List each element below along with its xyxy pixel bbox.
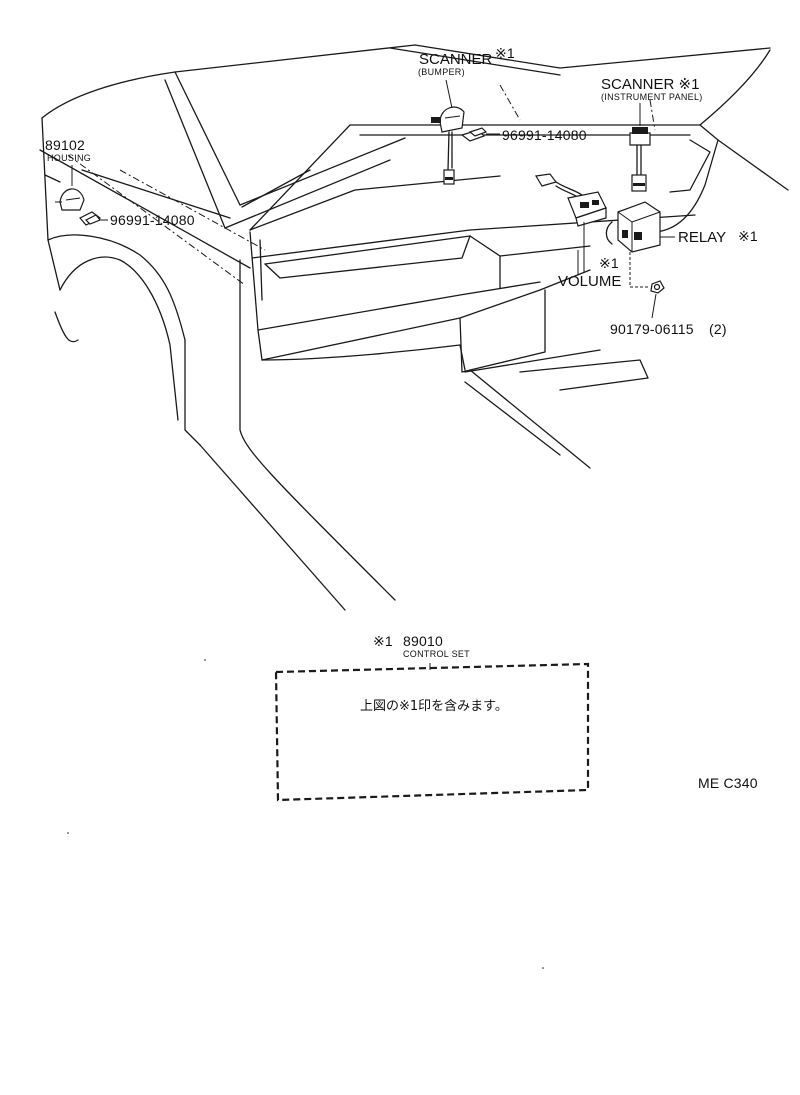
volume-part (535, 173, 607, 227)
part-96991-label-a: 96991-14080 (502, 127, 587, 143)
housing-part (55, 188, 102, 226)
relay-label: RELAY (678, 229, 726, 246)
leader-lines (71, 79, 675, 670)
control-set-box: 上図の※1印を含みます。 (274, 662, 590, 802)
housing-label: HOUSING (47, 153, 91, 163)
vehicle-body-outline (39, 44, 789, 611)
scan-specks (67, 659, 544, 969)
part-90179-label: 90179-06115 (610, 321, 694, 337)
part-90179-qty: (2) (709, 321, 727, 337)
phantom-lines (67, 84, 656, 286)
control-set-note: 上図の※1印を含みます。 (360, 698, 508, 714)
scanner-panel-sublabel: (INSTRUMENT PANEL) (601, 92, 703, 102)
scanner-bumper-mark: ※1 (495, 45, 515, 61)
nut-part (650, 280, 665, 294)
scanner-panel-part (629, 127, 651, 192)
scanner-bumper-label: SCANNER (419, 51, 493, 68)
relay-mark: ※1 (738, 228, 758, 244)
labels: SCANNER ※1 (BUMPER) SCANNER ※1 (INSTRUME… (45, 45, 758, 791)
scanner-bumper-sublabel: (BUMPER) (418, 67, 465, 77)
control-set-number: 89010 (403, 633, 443, 649)
control-set-mark: ※1 (373, 633, 393, 649)
part-96991-label-b: 96991-14080 (110, 212, 195, 228)
volume-mark: ※1 (599, 255, 619, 271)
scanner-bumper-part (431, 106, 488, 185)
volume-label: VOLUME (558, 273, 621, 290)
relay-part (605, 201, 661, 253)
housing-number-label: 89102 (45, 137, 85, 153)
diagram-code: ME C340 (698, 775, 758, 791)
scanner-panel-label: SCANNER ※1 (601, 76, 699, 93)
control-set-label: CONTROL SET (403, 649, 470, 659)
